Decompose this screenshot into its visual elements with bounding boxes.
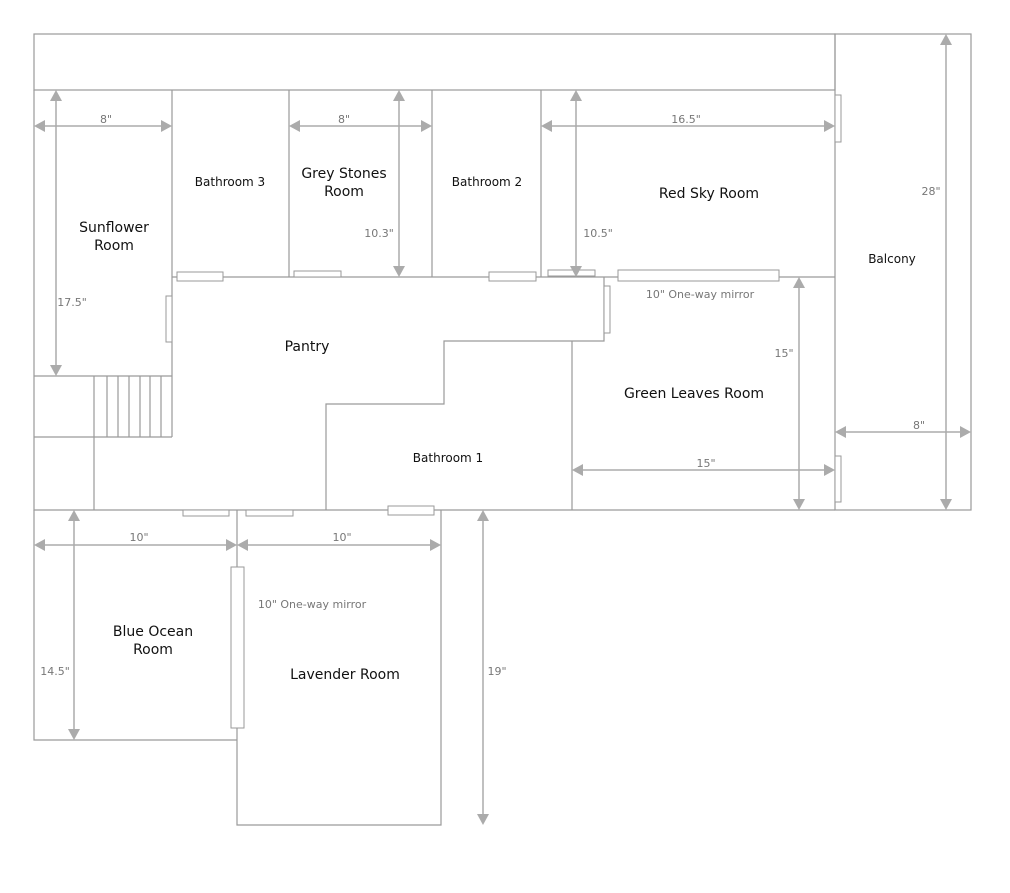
- door-pantry-green: [603, 285, 611, 334]
- dimension-balcony-height: 28": [921, 34, 952, 510]
- door-blue-ocean: [182, 509, 230, 517]
- dimension-lavender-height: 19": [477, 510, 507, 825]
- arrowhead-icon: [34, 120, 45, 132]
- dimension-green-leaves-width: 15": [572, 457, 835, 476]
- door-bathroom3: [176, 271, 224, 282]
- arrowhead-icon: [793, 499, 805, 510]
- arrowhead-icon: [940, 34, 952, 45]
- arrowhead-icon: [835, 426, 846, 438]
- arrowhead-icon: [68, 510, 80, 521]
- dimension-label: 28": [921, 185, 940, 198]
- arrowhead-icon: [289, 120, 300, 132]
- dimension-label: 10": [332, 531, 351, 544]
- door-lavender: [245, 509, 294, 517]
- dimension-lines: 8" 17.5" 8" 10.3" 10.5" 16.5" 28" 8" 15" 15" 10" 10…: [34, 34, 971, 825]
- arrowhead-icon: [477, 510, 489, 521]
- dimension-lavender-width: 10": [237, 531, 441, 551]
- room-label-pantry: Pantry: [285, 339, 330, 355]
- arrowhead-icon: [793, 277, 805, 288]
- balcony-wall: [834, 33, 972, 511]
- stairs: [93, 376, 162, 437]
- dimension-label: 17.5": [57, 296, 87, 309]
- arrowhead-icon: [541, 120, 552, 132]
- one-way-mirror-blue-lavender: [230, 566, 245, 729]
- dimension-balcony-width: 8": [835, 419, 971, 438]
- dimension-label: 15": [696, 457, 715, 470]
- interior-walls: [171, 90, 835, 510]
- room-label-green-leaves: Green Leaves Room: [624, 386, 764, 402]
- arrowhead-icon: [570, 90, 582, 101]
- dimension-label: 15": [774, 347, 793, 360]
- dimension-label: 8": [100, 113, 112, 126]
- room-label-balcony: Balcony: [868, 252, 916, 266]
- arrowhead-icon: [34, 539, 45, 551]
- stair-walls: [34, 375, 172, 510]
- door-green-balcony: [834, 455, 842, 503]
- arrowhead-icon: [50, 90, 62, 101]
- dimension-label: 8": [913, 419, 925, 432]
- arrowhead-icon: [50, 365, 62, 376]
- arrowhead-icon: [824, 120, 835, 132]
- room-label-bathroom2: Bathroom 2: [452, 175, 522, 189]
- arrowhead-icon: [430, 539, 441, 551]
- door-red-sky: [547, 269, 596, 277]
- mirror-label-blue-lavender: 10" One-way mirror: [258, 598, 367, 611]
- arrowhead-icon: [421, 120, 432, 132]
- arrowhead-icon: [393, 90, 405, 101]
- arrowhead-icon: [570, 266, 582, 277]
- arrowhead-icon: [68, 729, 80, 740]
- dimension-label: 10": [129, 531, 148, 544]
- dimension-label: 19": [487, 665, 506, 678]
- arrowhead-icon: [572, 464, 583, 476]
- dimension-label: 8": [338, 113, 350, 126]
- top-strip-wall: [33, 33, 836, 91]
- door-sunflower: [165, 295, 173, 343]
- room-label-red-sky: Red Sky Room: [659, 186, 759, 202]
- dimension-sunflower-height: 17.5": [50, 90, 87, 376]
- doors: [165, 94, 842, 729]
- dimension-red-sky-width: 16.5": [541, 113, 835, 132]
- dimension-label: 16.5": [671, 113, 701, 126]
- door-grey-stones: [293, 270, 342, 278]
- mirror-label-red-green: 10" One-way mirror: [646, 288, 755, 301]
- arrowhead-icon: [960, 426, 971, 438]
- arrowhead-icon: [393, 266, 405, 277]
- arrowhead-icon: [226, 539, 237, 551]
- dimension-label: 10.5": [583, 227, 613, 240]
- dimension-label: 10.3": [364, 227, 394, 240]
- dimension-blue-ocean-width: 10": [34, 531, 237, 551]
- room-label-lavender: Lavender Room: [290, 667, 400, 683]
- room-label-bathroom3: Bathroom 3: [195, 175, 265, 189]
- dimension-label: 14.5": [40, 665, 70, 678]
- dimension-red-sky-height: 10.5": [570, 90, 613, 277]
- dimension-green-leaves-height: 15": [774, 277, 805, 510]
- walls: [33, 33, 972, 826]
- room-label-bathroom1: Bathroom 1: [413, 451, 483, 465]
- door-bathroom1: [387, 505, 435, 516]
- arrowhead-icon: [161, 120, 172, 132]
- door-red-sky-balcony: [834, 94, 842, 143]
- arrowhead-icon: [824, 464, 835, 476]
- door-bathroom2: [488, 271, 537, 282]
- dimension-sunflower-width: 8": [34, 113, 172, 132]
- arrowhead-icon: [940, 499, 952, 510]
- arrowhead-icon: [477, 814, 489, 825]
- dimension-grey-stones-height: 10.3": [364, 90, 405, 277]
- arrowhead-icon: [237, 539, 248, 551]
- dimension-grey-stones-width: 8": [289, 113, 432, 132]
- one-way-mirror-red-green: [617, 269, 780, 282]
- dimension-blue-ocean-height: 14.5": [40, 510, 80, 740]
